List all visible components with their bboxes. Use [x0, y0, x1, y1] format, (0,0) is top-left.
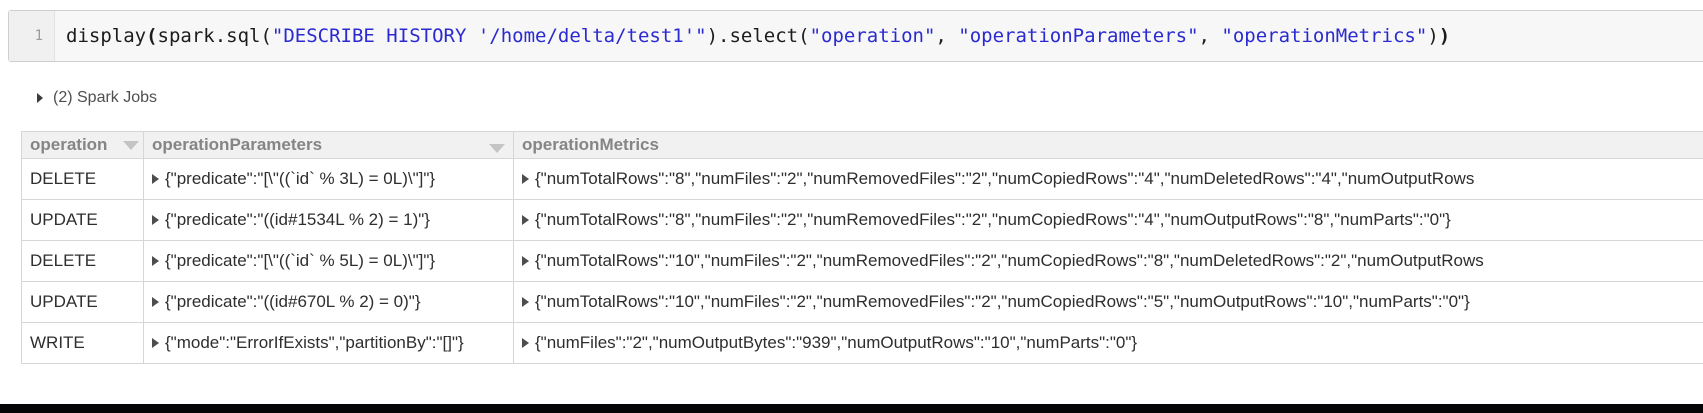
table-row: UPDATE {"predicate":"((id#1534L % 2) = 1… [21, 199, 1703, 241]
operation-parameters-cell: {"predicate":"((id#670L % 2) = 0)"} [143, 281, 514, 323]
table-header-row: operation operationParameters operationM… [21, 131, 1703, 159]
json-value: {"predicate":"((id#1534L % 2) = 1)"} [165, 210, 430, 229]
code-string-token: "operationParameters" [958, 25, 1199, 47]
code-token: , [1198, 25, 1222, 47]
code-editor-line[interactable]: display(spark.sql("DESCRIBE HISTORY '/ho… [55, 11, 1703, 61]
window-bottom-edge [0, 404, 1703, 413]
code-token: ( [146, 25, 158, 47]
column-header-label: operationParameters [152, 135, 323, 154]
line-number: 1 [34, 28, 43, 44]
json-value: {"numTotalRows":"8","numFiles":"2","numR… [535, 210, 1451, 229]
json-value: {"predicate":"[\"((`id` % 5L) = 0L)\"]"} [165, 251, 436, 270]
sort-dropdown-icon[interactable] [123, 141, 140, 151]
column-header-label: operationMetrics [522, 135, 659, 154]
spark-jobs-toggle[interactable]: (2) Spark Jobs [37, 87, 157, 109]
operation-parameters-cell: {"predicate":"[\"((`id` % 3L) = 0L)\"]"} [143, 158, 514, 200]
collapse-arrow-icon [37, 93, 43, 103]
expand-json-icon[interactable] [152, 297, 159, 307]
table-row: DELETE {"predicate":"[\"((`id` % 5L) = 0… [21, 240, 1703, 282]
expand-json-icon[interactable] [522, 215, 529, 225]
json-value: {"predicate":"((id#670L % 2) = 0)"} [165, 292, 421, 311]
expand-json-icon[interactable] [522, 297, 529, 307]
json-value: {"numFiles":"2","numOutputBytes":"939","… [535, 333, 1138, 352]
sort-dropdown-icon[interactable] [489, 144, 505, 153]
operation-parameters-cell: {"predicate":"((id#1534L % 2) = 1)"} [143, 199, 514, 241]
column-header-operation: operation [21, 131, 144, 159]
expand-json-icon[interactable] [152, 256, 159, 266]
operation-metrics-cell: {"numTotalRows":"8","numFiles":"2","numR… [513, 199, 1703, 241]
json-value: {"mode":"ErrorIfExists","partitionBy":"[… [165, 333, 464, 352]
column-header-operation-parameters: operationParameters [143, 131, 514, 159]
expand-json-icon[interactable] [152, 338, 159, 348]
spark-jobs-label: (2) Spark Jobs [53, 89, 158, 106]
operation-parameters-cell: {"predicate":"[\"((`id` % 5L) = 0L)\"]"} [143, 240, 514, 282]
json-value: {"numTotalRows":"8","numFiles":"2","numR… [535, 169, 1475, 188]
code-token: ) [1427, 25, 1439, 47]
operation-metrics-cell: {"numFiles":"2","numOutputBytes":"939","… [513, 322, 1703, 364]
json-value: {"predicate":"[\"((`id` % 3L) = 0L)\"]"} [165, 169, 436, 188]
operation-cell: WRITE [21, 322, 144, 364]
table-row: UPDATE {"predicate":"((id#670L % 2) = 0)… [21, 281, 1703, 323]
code-token: display [66, 25, 147, 47]
line-number-gutter: 1 [9, 11, 55, 61]
expand-json-icon[interactable] [522, 174, 529, 184]
results-table: operation operationParameters operationM… [21, 131, 1703, 364]
table-row: WRITE {"mode":"ErrorIfExists","partition… [21, 322, 1703, 364]
operation-cell: UPDATE [21, 281, 144, 323]
json-value: {"numTotalRows":"10","numFiles":"2","num… [535, 292, 1470, 311]
code-string-token: "operation" [809, 25, 936, 47]
expand-json-icon[interactable] [522, 256, 529, 266]
operation-cell: DELETE [21, 240, 144, 282]
operation-metrics-cell: {"numTotalRows":"10","numFiles":"2","num… [513, 240, 1703, 282]
code-string-token: "operationMetrics" [1221, 25, 1428, 47]
json-value: {"numTotalRows":"10","numFiles":"2","num… [535, 251, 1484, 270]
table-row: DELETE {"predicate":"[\"((`id` % 3L) = 0… [21, 158, 1703, 200]
notebook-code-cell[interactable]: 1 display(spark.sql("DESCRIBE HISTORY '/… [8, 10, 1703, 62]
operation-metrics-cell: {"numTotalRows":"10","numFiles":"2","num… [513, 281, 1703, 323]
expand-json-icon[interactable] [522, 338, 529, 348]
operation-cell: DELETE [21, 158, 144, 200]
code-token: , [935, 25, 959, 47]
code-token: ) [1438, 25, 1451, 47]
code-token: ).select( [706, 25, 810, 47]
column-header-label: operation [30, 135, 108, 154]
expand-json-icon[interactable] [152, 215, 159, 225]
code-string-token: "DESCRIBE HISTORY '/home/delta/test1'" [271, 25, 707, 47]
code-token: spark.sql( [157, 25, 272, 47]
column-header-operation-metrics: operationMetrics [513, 131, 1703, 159]
operation-cell: UPDATE [21, 199, 144, 241]
operation-metrics-cell: {"numTotalRows":"8","numFiles":"2","numR… [513, 158, 1703, 200]
expand-json-icon[interactable] [152, 174, 159, 184]
operation-parameters-cell: {"mode":"ErrorIfExists","partitionBy":"[… [143, 322, 514, 364]
